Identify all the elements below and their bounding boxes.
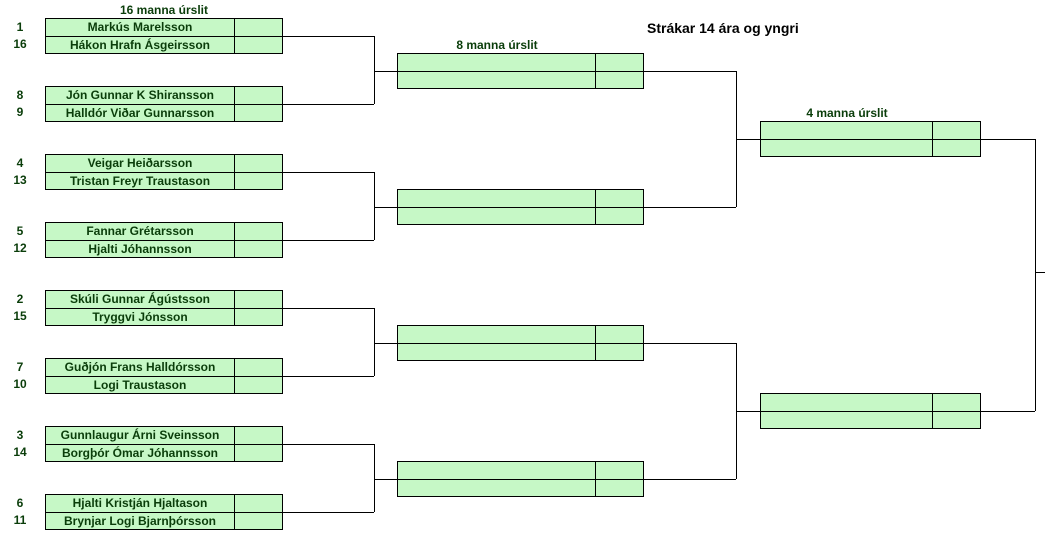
- score-cell[interactable]: [234, 37, 282, 53]
- score-cell[interactable]: [234, 105, 282, 121]
- seed-number: 16: [13, 37, 27, 51]
- player-name: Hjalti Jóhannsson: [88, 242, 192, 256]
- player-name: Hjalti Kristján Hjaltason: [72, 496, 208, 510]
- seed-number: 4: [16, 156, 24, 170]
- qf-match-4: [397, 461, 644, 497]
- score-cell[interactable]: [234, 19, 282, 36]
- player-slot[interactable]: [398, 190, 595, 207]
- match-box: Hjalti Kristján Hjaltason Brynjar Logi B…: [45, 494, 283, 530]
- seed-number: 2: [16, 292, 24, 306]
- score-cell[interactable]: [595, 326, 643, 343]
- player-name: Hákon Hrafn Ásgeirsson: [69, 38, 211, 52]
- score-cell[interactable]: [932, 122, 980, 139]
- match-box: Markús Marelsson Hákon Hrafn Ásgeirsson: [45, 18, 283, 54]
- player-slot[interactable]: [398, 326, 595, 343]
- player-slot[interactable]: [398, 208, 595, 224]
- score-cell[interactable]: [932, 412, 980, 428]
- score-cell[interactable]: [595, 462, 643, 479]
- player-slot[interactable]: [398, 72, 595, 88]
- score-cell[interactable]: [234, 223, 282, 240]
- player-name: Borgþór Ómar Jóhannsson: [61, 446, 219, 460]
- match-box: Fannar Grétarsson Hjalti Jóhannsson: [45, 222, 283, 258]
- score-cell[interactable]: [234, 513, 282, 529]
- score-cell[interactable]: [234, 359, 282, 376]
- score-cell[interactable]: [234, 495, 282, 512]
- player-name: Logi Traustason: [93, 378, 187, 392]
- score-cell[interactable]: [595, 54, 643, 71]
- seed-number: 8: [16, 88, 24, 102]
- seed-number: 6: [16, 496, 24, 510]
- player-name: Tristan Freyr Traustason: [69, 174, 211, 188]
- score-cell[interactable]: [234, 309, 282, 325]
- player-name: Halldór Viðar Gunnarsson: [65, 106, 215, 120]
- seed-number: 9: [16, 105, 24, 119]
- player-name: Brynjar Logi Bjarnþórsson: [63, 514, 217, 528]
- seed-number: 13: [13, 173, 27, 187]
- player-name: Gunnlaugur Árni Sveinsson: [60, 428, 220, 442]
- score-cell[interactable]: [234, 87, 282, 104]
- seed-number: 7: [16, 360, 24, 374]
- sf-match-1: [760, 121, 981, 157]
- player-slot[interactable]: [761, 412, 932, 428]
- score-cell[interactable]: [234, 445, 282, 461]
- match-box: Veigar Heiðarsson Tristan Freyr Traustas…: [45, 154, 283, 190]
- score-cell[interactable]: [595, 480, 643, 496]
- player-slot[interactable]: [761, 122, 932, 139]
- player-slot[interactable]: [761, 140, 932, 156]
- player-name: Guðjón Frans Halldórsson: [64, 360, 216, 374]
- player-name: Skúli Gunnar Ágústsson: [69, 292, 210, 306]
- player-slot[interactable]: [398, 462, 595, 479]
- score-cell[interactable]: [932, 394, 980, 411]
- seed-number: 15: [13, 309, 27, 323]
- seed-number: 3: [16, 428, 24, 442]
- match-box: Guðjón Frans Halldórsson Logi Traustason: [45, 358, 283, 394]
- seed-number: 1: [16, 20, 24, 34]
- round-label-16: 16 manna úrslit: [119, 3, 209, 17]
- score-cell[interactable]: [595, 190, 643, 207]
- page-title: Strákar 14 ára og yngri: [647, 20, 799, 36]
- qf-match-1: [397, 53, 644, 89]
- player-slot[interactable]: [398, 344, 595, 360]
- player-slot[interactable]: [761, 394, 932, 411]
- seed-number: 10: [13, 377, 27, 391]
- match-box: Gunnlaugur Árni Sveinsson Borgþór Ómar J…: [45, 426, 283, 462]
- score-cell[interactable]: [234, 427, 282, 444]
- seed-number: 12: [13, 241, 27, 255]
- player-slot[interactable]: [398, 480, 595, 496]
- player-name: Markús Marelsson: [87, 20, 193, 34]
- seed-number: 11: [13, 513, 27, 527]
- player-name: Veigar Heiðarsson: [87, 156, 193, 170]
- score-cell[interactable]: [234, 241, 282, 257]
- round-label-8: 8 manna úrslit: [456, 38, 538, 52]
- sf-match-2: [760, 393, 981, 429]
- round-label-4: 4 manna úrslit: [806, 106, 888, 120]
- score-cell[interactable]: [234, 291, 282, 308]
- match-box: Skúli Gunnar Ágústsson Tryggvi Jónsson: [45, 290, 283, 326]
- score-cell[interactable]: [234, 173, 282, 189]
- score-cell[interactable]: [595, 72, 643, 88]
- qf-match-2: [397, 189, 644, 225]
- score-cell[interactable]: [932, 140, 980, 156]
- player-name: Tryggvi Jónsson: [92, 310, 188, 324]
- player-name: Fannar Grétarsson: [86, 224, 194, 238]
- match-box: Jón Gunnar K Shiransson Halldór Viðar Gu…: [45, 86, 283, 122]
- seed-number: 14: [13, 445, 27, 459]
- player-slot[interactable]: [398, 54, 595, 71]
- player-name: Jón Gunnar K Shiransson: [65, 88, 215, 102]
- score-cell[interactable]: [234, 155, 282, 172]
- seed-number: 5: [16, 224, 24, 238]
- score-cell[interactable]: [595, 344, 643, 360]
- score-cell[interactable]: [234, 377, 282, 393]
- qf-match-3: [397, 325, 644, 361]
- score-cell[interactable]: [595, 208, 643, 224]
